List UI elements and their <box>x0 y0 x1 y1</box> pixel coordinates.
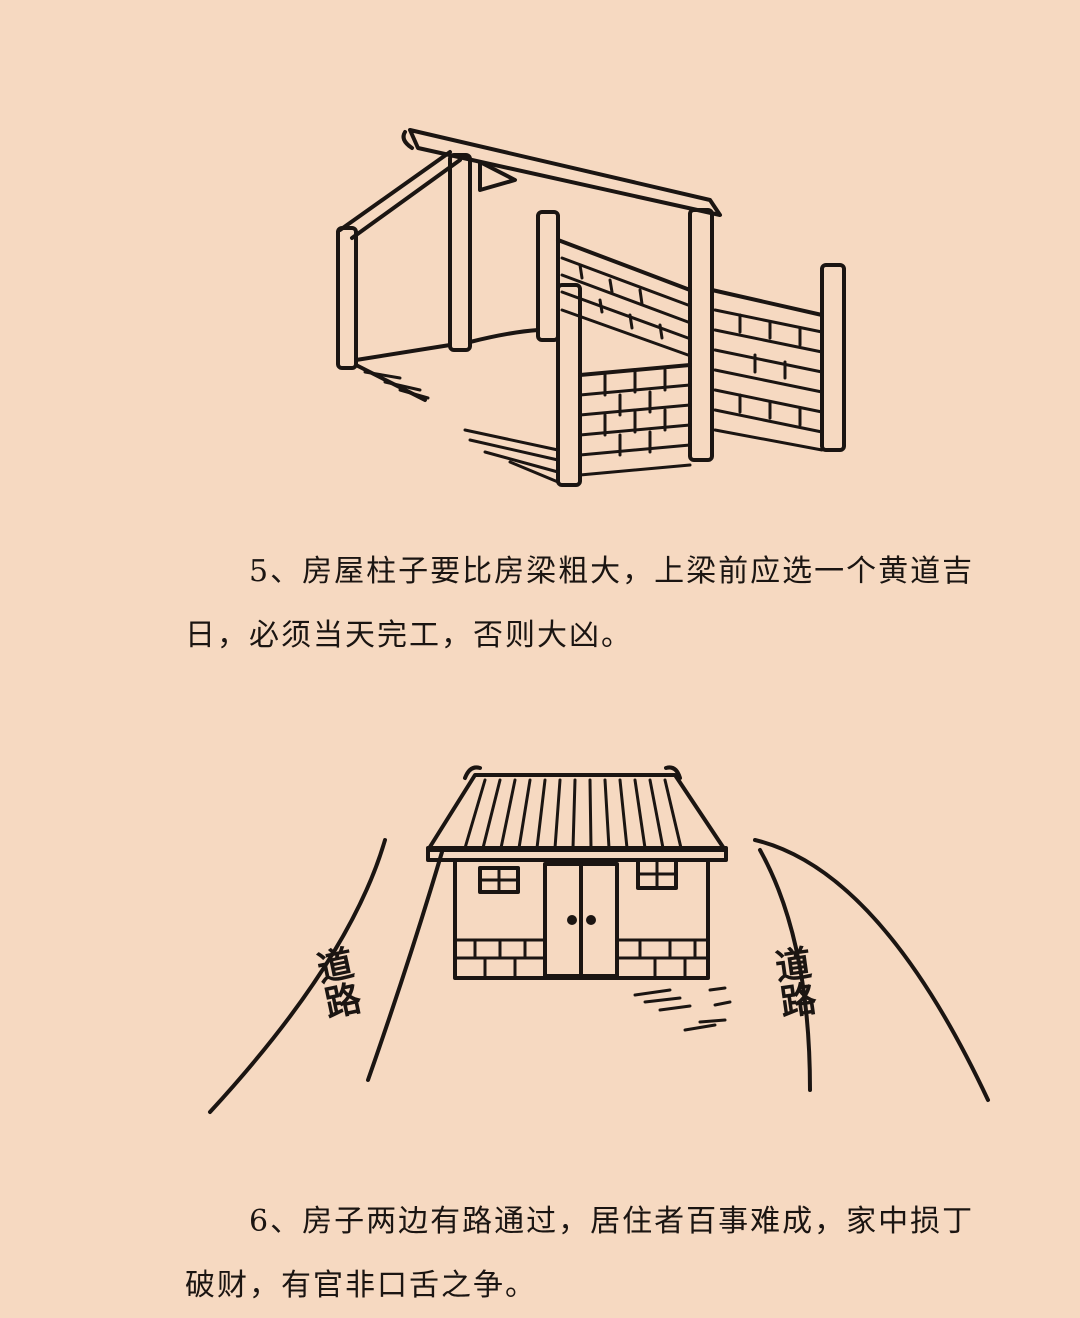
road-label-left: 道路 <box>308 943 364 1022</box>
house-between-roads-illustration: 道路 道路 <box>180 740 1020 1160</box>
road-label-right: 道路 <box>767 943 819 1020</box>
house-frame-under-construction-icon <box>336 128 846 487</box>
house-frame-illustration <box>300 110 880 510</box>
paragraph-6: 6、房子两边有路通过，居住者百事难成，家中损丁破财，有官非口舌之争。 <box>185 1204 975 1303</box>
house-between-roads-icon: 道路 道路 <box>208 765 990 1114</box>
paragraph-5: 5、房屋柱子要比房梁粗大，上梁前应选一个黄道吉日，必须当天完工，否则大凶。 <box>185 554 975 653</box>
